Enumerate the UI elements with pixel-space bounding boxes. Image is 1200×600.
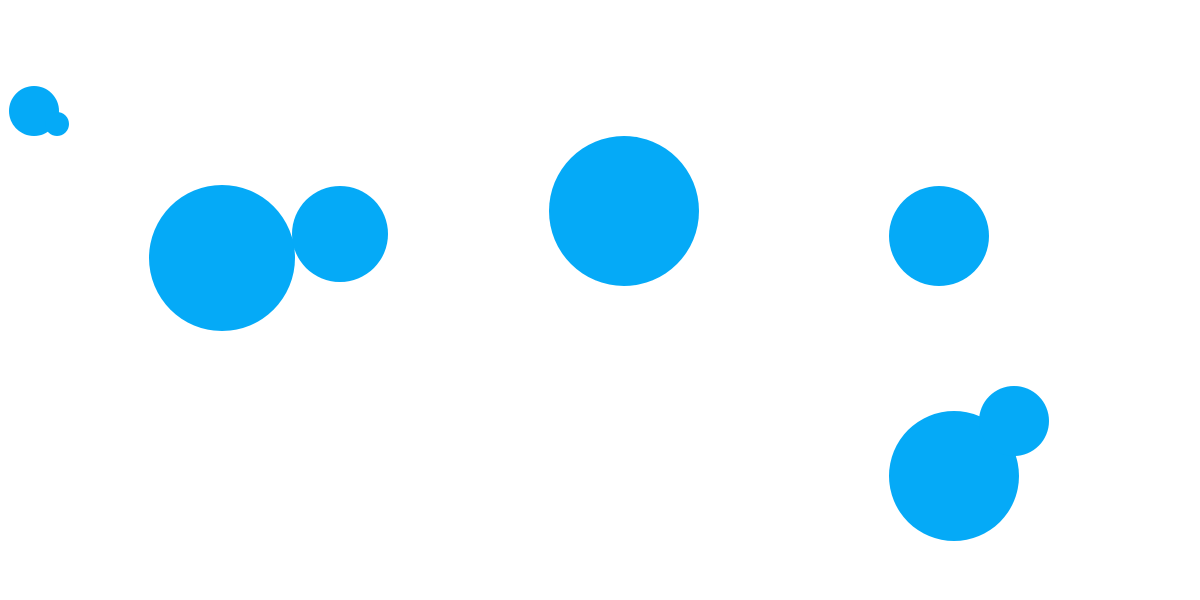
bubble-2	[45, 112, 69, 136]
bubble-4	[292, 186, 388, 282]
bubble-8	[979, 386, 1049, 456]
bubble-6	[889, 186, 989, 286]
bubble-3	[149, 185, 295, 331]
bubble-7	[889, 411, 1019, 541]
bubble-5	[549, 136, 699, 286]
